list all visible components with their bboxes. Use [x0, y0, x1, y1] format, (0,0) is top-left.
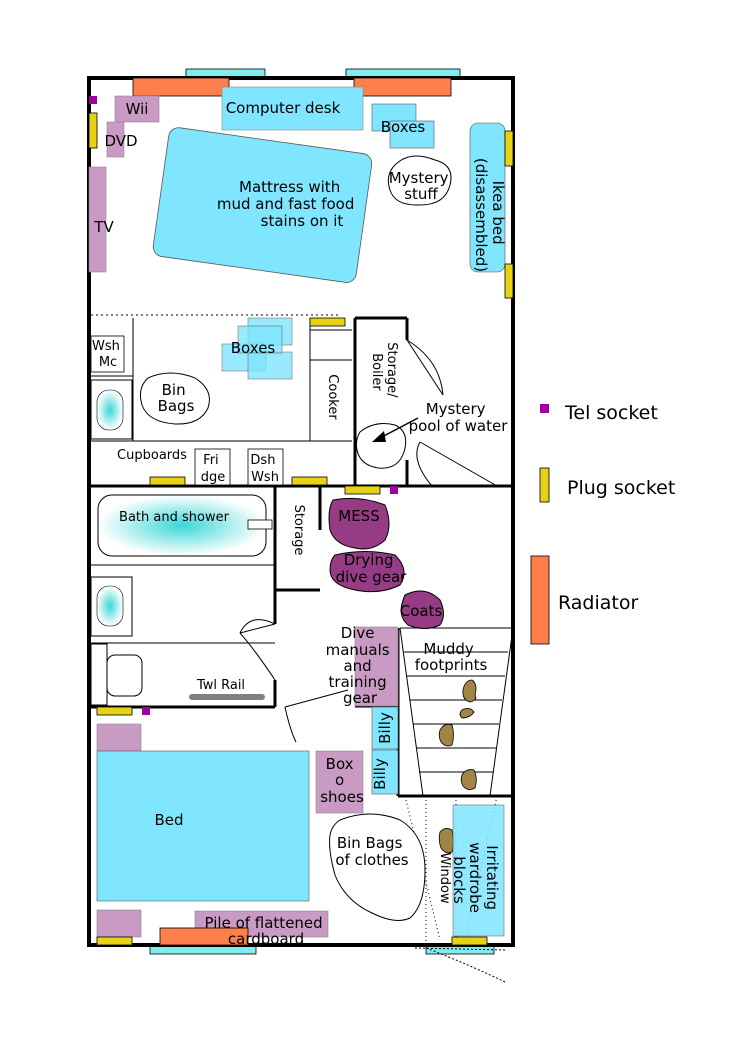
- mattress: [152, 127, 373, 283]
- plug-socket-kitchen-1: [149, 476, 186, 486]
- bin-bags-kitchen-label: Bin Bags: [158, 381, 195, 415]
- plug-socket-kitchen-2: [291, 476, 328, 486]
- box-o-shoes-label: Box o shoes: [320, 755, 364, 806]
- boxes-top-label: Boxes: [381, 118, 426, 136]
- legend-radiator-swatch: [530, 555, 550, 645]
- radiator-top-left: [132, 77, 230, 97]
- fridge-label: Fri dge: [201, 453, 226, 485]
- billy-2: [371, 749, 399, 795]
- legend-tel-swatch: [540, 404, 549, 413]
- legend: Tel socket Plug socket Radiator: [530, 402, 675, 645]
- bathroom-sink-basin: [96, 585, 124, 627]
- boxes-kitchen-4: [237, 325, 283, 354]
- mystery-stuff-blob: [387, 155, 452, 206]
- plug-socket-right-1: [504, 130, 514, 167]
- mess-label: MESS: [338, 507, 379, 525]
- plug-socket-right-2: [504, 263, 514, 299]
- storage-hall-label: Storage: [291, 505, 306, 556]
- kitchen-sink-basin: [96, 389, 124, 431]
- cardboard-label: Pile of flattened cardboard: [205, 914, 328, 948]
- ikea-bed-label: Ikea bed (disassembled): [472, 158, 507, 272]
- boxes-kitchen-3: [247, 351, 293, 380]
- towel-rail-label: Twl Rail: [196, 678, 245, 693]
- tv-label: TV: [93, 218, 114, 236]
- mystery-stuff-label: Mystery stuff: [389, 169, 454, 203]
- coats-label: Coats: [400, 602, 443, 620]
- billy-1: [371, 706, 399, 750]
- boxes-kitchen-label: Boxes: [231, 339, 276, 357]
- mattress-label: Mattress with mud and fast food stains o…: [217, 178, 359, 230]
- bath: [97, 494, 267, 557]
- legend-radiator-label: Radiator: [558, 592, 638, 614]
- wii-label: Wii: [126, 100, 149, 118]
- cooker-label: Cooker: [325, 374, 340, 420]
- wii: [114, 95, 160, 123]
- irritating-wardrobe: [452, 804, 505, 937]
- plug-socket-bath: [96, 706, 133, 716]
- plug-socket-bed-left: [96, 936, 133, 946]
- washing-machine: [90, 335, 125, 373]
- computer-desk-label: Computer desk: [226, 99, 341, 117]
- dvd-label: DVD: [104, 132, 137, 150]
- outer-walls: [87, 76, 515, 947]
- box-o-shoes: [315, 750, 364, 814]
- window-label: Window: [437, 852, 452, 904]
- legend-tel-label: Tel socket: [564, 402, 658, 424]
- ikea-bed: [469, 122, 506, 273]
- toilet-bowl: [106, 654, 143, 697]
- storage-boiler-label: Storage/ Boiler: [369, 342, 399, 401]
- dvd: [106, 121, 125, 158]
- muddy-footprints-label: Muddy footprints: [415, 640, 488, 674]
- footprints: [438, 679, 477, 854]
- bin-bags-kitchen-blob: [140, 372, 210, 425]
- pool-arrow-line: [379, 417, 419, 439]
- mystery-pool-label: Mystery pool of water: [409, 400, 509, 435]
- legend-plug-swatch: [539, 467, 550, 503]
- bed: [96, 750, 310, 902]
- dive-manuals: [354, 626, 399, 707]
- cupboards-label: Cupboards: [117, 448, 187, 463]
- mess-blob: [328, 497, 390, 550]
- radiator-top-right: [353, 77, 452, 97]
- bin-bags-clothes-blob: [329, 813, 426, 921]
- bath-tap: [247, 519, 273, 530]
- tel-socket-bath: [142, 707, 150, 715]
- toilet-cistern: [90, 643, 108, 706]
- drying-dive-gear-blob: [329, 551, 405, 593]
- dishwasher: [247, 448, 284, 486]
- legend-plug-label: Plug socket: [567, 477, 675, 499]
- pool-arrow-head: [372, 431, 386, 442]
- drying-dive-gear-label: Drying dive gear: [336, 551, 408, 586]
- doors: [239, 339, 506, 983]
- computer-desk: [221, 86, 364, 131]
- tel-socket-hall: [390, 486, 398, 494]
- billy-1-label: Billy: [376, 712, 394, 744]
- billy-2-label: Billy: [371, 758, 389, 790]
- plug-socket-left: [88, 112, 98, 149]
- dive-manuals-label: Dive manuals and training gear: [326, 624, 395, 707]
- tel-socket-top: [89, 96, 97, 104]
- tv: [88, 166, 107, 273]
- radiator-bottom: [159, 927, 249, 946]
- dishwasher-label: Dsh Wsh: [250, 453, 279, 485]
- bed-label: Bed: [154, 811, 183, 829]
- plug-socket-hall: [344, 485, 381, 495]
- coats-blob: [400, 590, 444, 629]
- irritating-wardrobe-label: Irritating wardrobe blocks: [450, 842, 501, 917]
- bedside-top: [96, 723, 142, 752]
- washing-machine-label: Wsh Mc: [92, 339, 124, 370]
- bath-shower-label: Bath and shower: [119, 510, 230, 525]
- boxes-top-2: [389, 120, 435, 149]
- boiler-blob: [355, 423, 407, 469]
- bin-bags-clothes-label: Bin Bags of clothes: [335, 834, 408, 869]
- fridge: [194, 448, 231, 486]
- plug-socket-kitchen-top: [309, 317, 346, 327]
- plug-socket-bed-right: [451, 936, 488, 946]
- bedside-bottom: [96, 909, 142, 938]
